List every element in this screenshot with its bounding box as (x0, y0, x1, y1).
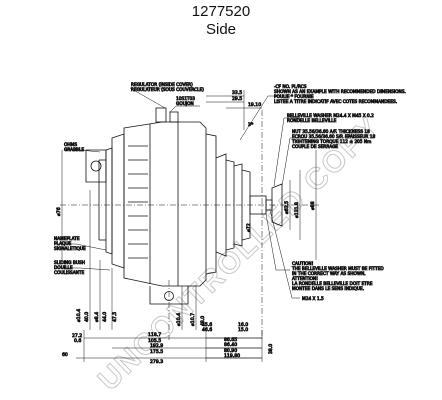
leader-lines (54, 87, 306, 299)
dim-bottom-left: 60 (62, 352, 68, 358)
callout-caution-3: IN THE CORRECT WAY AS SHOWN. (292, 271, 366, 277)
callout-stud: 10S1T03 (176, 96, 195, 102)
dim-b2-1: 86.65 (224, 337, 237, 343)
dim-b1-3: 16.0 (238, 322, 248, 328)
dim-top-a: 33.5 (232, 90, 242, 96)
dim-b1b-0: 0.6 (74, 338, 81, 344)
callout-ohm-1: OHMS (64, 142, 77, 148)
callout-goujon: GOUJON (176, 101, 194, 107)
dim-b2-0: 192.9 (150, 343, 163, 349)
callout-nut-1: NUT 35.56/36.60 A/F. THICKNESS 18 (292, 129, 370, 135)
dim-far-right: 38.0 (268, 344, 274, 354)
dim-left-v4: 44.0 (102, 312, 108, 322)
callout-nameplate-3: SIGNALETIQUE (54, 246, 86, 252)
dim-b1-2: 45.6 (202, 322, 212, 328)
dim-b1b-1: 105.5 (148, 338, 161, 344)
callout-ohm-2: GRABBLE (64, 147, 84, 153)
centre-lines (60, 110, 320, 340)
dim-left-v1: ⌀10.4 (76, 309, 82, 322)
dim-dia-88: ⌀88 (310, 201, 316, 210)
callout-sliding-3: COULISSANTE (54, 270, 85, 276)
dim-b1b-2: 46.6 (202, 327, 212, 333)
dim-top-b: 29.5 (232, 96, 242, 102)
view-title: Side (205, 21, 237, 38)
callout-nut-4: COUPLE DE SERRAGE (292, 144, 338, 150)
dim-dia-72: ⌀72 (246, 223, 252, 232)
alternator-body (85, 107, 217, 305)
callout-caution-6: MONTEE DANS LE SENS INDIQUE. (292, 286, 364, 292)
callout-sliding-2: DOUILLE (54, 265, 73, 271)
dim-left-v2: 40.0 (84, 312, 90, 322)
dim-b1-0: 27.2 (72, 333, 82, 339)
dim-mid-v3: 48.0 (200, 316, 206, 326)
dim-dia-131-8: ⌀131.8 (294, 202, 300, 218)
dim-dia-76: ⌀76 (56, 207, 62, 216)
callout-nameplate-1: NAMEPLATE (54, 236, 80, 242)
callout-cf: -CF NO. PL/RCS (274, 84, 307, 90)
dim-top-c: 19.10 (248, 102, 261, 108)
callout-caution-1: CAUTION! (292, 261, 314, 267)
callout-shown-example: SHOWN AS AN EXAMPLE WITH RECOMMENDED DIM… (274, 89, 406, 95)
callout-belleville: BELLEVILLE WASHER M24.4 X M45 X 0.2 (287, 113, 374, 119)
callout-thread: M24 X 1.5 (302, 296, 324, 302)
callout-nameplate-2: PLAQUE (54, 241, 71, 247)
dimension-lines (61, 90, 317, 362)
dim-left-v3: ⌀8.4 (94, 312, 100, 322)
dim-b3-0: 279.3 (150, 359, 163, 365)
dim-b2b-1: 86.40 (224, 342, 237, 348)
dim-b2b-0: 175.5 (150, 349, 163, 355)
dim-b1b-3: 15.0 (238, 327, 248, 333)
callout-caution-5: LA RONDELLE BELLEVILLE DOIT ETRE (292, 281, 373, 287)
dim-b3-1: 80.90 (224, 348, 237, 354)
dim-mid-v1: ⌀10.4 (176, 313, 182, 326)
callout-sliding-1: SLIDING BUSH (54, 260, 85, 266)
callout-caution-2: THE BELLEVILLE WASHER MUST BE FITTED (291, 266, 384, 272)
dim-dia-63-5: ⌀63.5 (284, 201, 290, 214)
callout-regulator-fr: REGULATEUR (SOUS COUVERCLE) (131, 87, 204, 93)
dim-mid-v2: ⌀10.7 (190, 313, 196, 326)
dim-right-3: 3* (248, 122, 254, 128)
dim-b3b-1: 119.80 (224, 353, 240, 359)
dim-left-v5: 47.5 (112, 312, 118, 322)
dim-b1-1: 118.7 (148, 332, 161, 338)
callout-regulator-en: REGULATOR (INSIDE COVER) (131, 82, 193, 88)
callout-pulley: POULIE * FOURNIE (274, 94, 314, 100)
callout-rondelle: RONDELLE BELLEVILLE (287, 118, 337, 124)
part-number: 1277520 (191, 3, 251, 20)
callout-caution-4: ATTENTION! (292, 276, 318, 282)
callout-lisse: LISTEE A TITRE INDICATIF AVEC COTES RECO… (274, 99, 397, 105)
callout-nut-2: ECROU 35.56/36.60 S/P. EPAISSEUR 18 (292, 134, 375, 140)
callout-nut-3: TIGHTENING TORQUE 112 ± 205 Nm (291, 139, 371, 145)
